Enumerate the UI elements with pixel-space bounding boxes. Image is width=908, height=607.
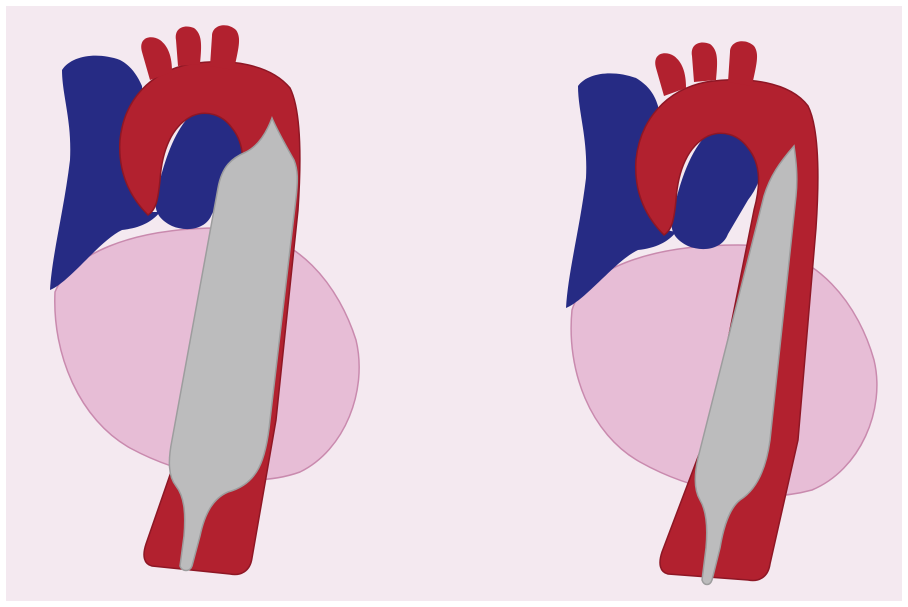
left-subclavian-artery-shape: [728, 41, 757, 86]
left-subclavian-artery-shape: [210, 25, 239, 70]
left-carotid-artery-shape: [176, 27, 201, 67]
left-carotid-artery-shape: [692, 43, 717, 83]
